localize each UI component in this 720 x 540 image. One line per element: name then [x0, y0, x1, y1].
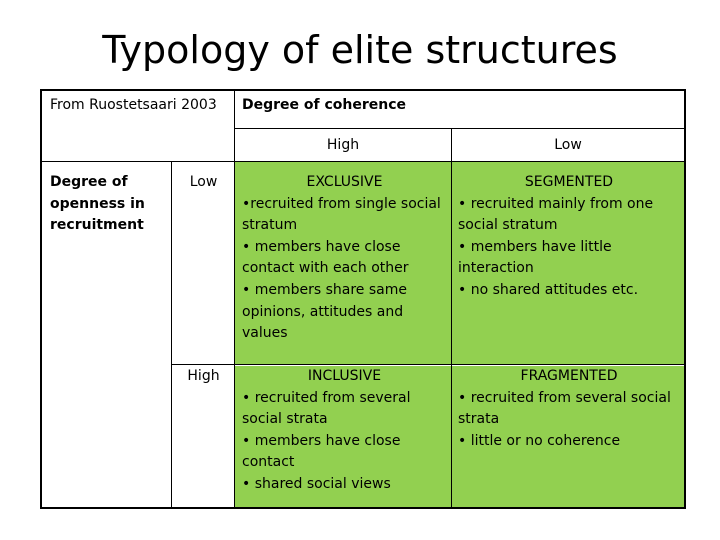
cell-bullet: • recruited from several social strata [458, 389, 671, 428]
cell-bullet: • members have little interaction [458, 238, 612, 277]
cell-heading: FRAGMENTED [520, 368, 618, 384]
cell-inclusive: INCLUSIVE • recruited from several socia… [242, 366, 447, 496]
cell-heading: INCLUSIVE [307, 368, 382, 384]
slide-title: Typology of elite structures [102, 28, 618, 72]
divider-col1 [234, 129, 235, 507]
divider-colheads [42, 161, 684, 162]
cell-bullet: • little or no coherence [458, 432, 621, 449]
cell-bullet: • members share same opinions, attitudes… [242, 281, 407, 342]
cell-fragmented-bg [452, 366, 684, 507]
divider-source [234, 91, 235, 129]
divider-row [172, 364, 684, 365]
cell-exclusive-bg [235, 162, 451, 365]
col-header-low: Low [554, 137, 582, 153]
cell-heading: EXCLUSIVE [306, 174, 383, 190]
cell-segmented-bg [452, 162, 684, 365]
cell-bullet: • shared social views [242, 475, 391, 492]
divider-header [235, 128, 684, 129]
cell-heading: SEGMENTED [524, 174, 614, 190]
cell-bullet: • members have close contact with each o… [242, 238, 409, 277]
divider-col2 [451, 129, 452, 507]
cell-bullet: •recruited from single social stratum [242, 195, 441, 234]
cell-exclusive: EXCLUSIVE •recruited from single social … [242, 172, 447, 345]
row-axis-label: Degree of openness in recruitment [50, 174, 145, 234]
divider-rowaxis [171, 162, 172, 507]
cell-inclusive-bg [235, 366, 451, 507]
row-header-high: High [187, 368, 220, 384]
col-header-high: High [326, 137, 360, 153]
cell-bullet: • recruited from several social strata [242, 389, 411, 428]
typology-table: From Ruostetsaari 2003 Degree of coheren… [40, 89, 686, 509]
cell-bullet: • no shared attitudes etc. [458, 281, 639, 298]
row-header-low: Low [189, 174, 218, 190]
col-axis-label: Degree of coherence [242, 97, 407, 113]
cell-bullet: • recruited mainly from one social strat… [458, 195, 654, 234]
cell-fragmented: FRAGMENTED • recruited from several soci… [458, 366, 680, 452]
source-note: From Ruostetsaari 2003 [50, 97, 217, 113]
cell-segmented: SEGMENTED • recruited mainly from one so… [458, 172, 680, 302]
cell-bullet: • members have close contact [242, 432, 401, 471]
